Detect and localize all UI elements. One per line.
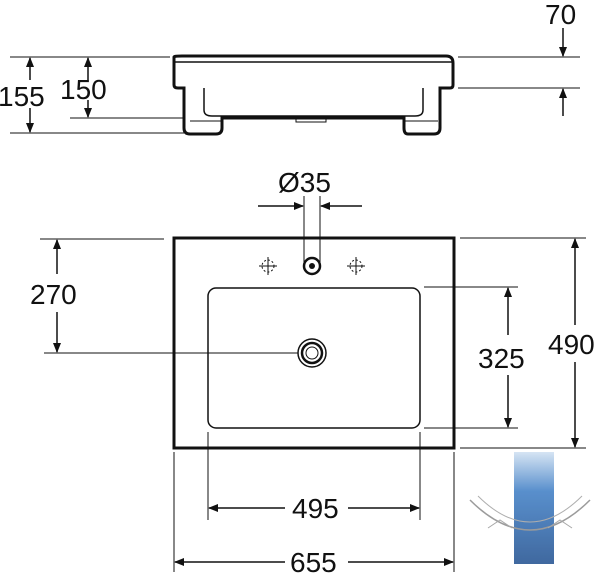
crosshair-icon xyxy=(259,257,277,275)
side-view-basin-outline xyxy=(172,54,455,136)
crosshair-icon xyxy=(347,257,365,275)
dim-70-label: 70 xyxy=(545,0,576,30)
dim-150-label: 150 xyxy=(60,74,107,105)
dim-270-label: 270 xyxy=(30,279,77,310)
dim-495-label: 495 xyxy=(292,493,339,524)
dim-155-label: 155 xyxy=(0,81,45,112)
top-view: Ø35 270 325 490 495 655 xyxy=(30,167,595,578)
dim-490-label: 490 xyxy=(548,329,595,360)
brand-watermark-icon xyxy=(469,452,591,564)
side-view: 155 150 70 xyxy=(0,0,580,136)
dim-325-label: 325 xyxy=(478,343,525,374)
dim-655-label: 655 xyxy=(290,547,337,574)
dim-35-label: Ø35 xyxy=(278,167,331,198)
drain-icon xyxy=(297,338,327,368)
top-view-outer-outline xyxy=(172,236,456,450)
side-view-bowl-line xyxy=(203,88,424,117)
top-view-basin-outline xyxy=(207,287,421,429)
tap-hole-icon xyxy=(302,256,322,276)
side-view-drain xyxy=(295,115,327,123)
